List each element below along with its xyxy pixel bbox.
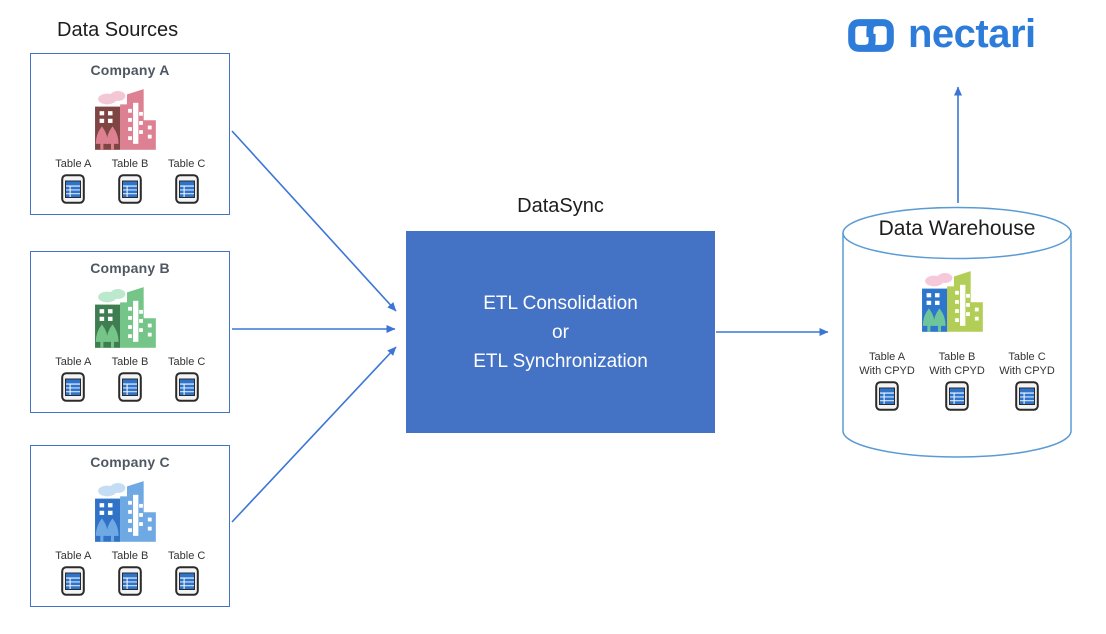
table-label-line2: With CPYD — [929, 365, 985, 377]
table-item: Table A — [45, 157, 102, 204]
table-label: Table A — [55, 356, 92, 368]
company-a-name: Company A — [90, 62, 170, 78]
company-c-box: Company C Table A Table B Table C — [30, 445, 230, 607]
table-icon — [1015, 381, 1039, 411]
table-item: Table B — [102, 355, 159, 402]
table-label-line2: With CPYD — [859, 365, 915, 377]
table-label-line1: Table A — [868, 351, 906, 363]
datasync-etl-box: ETL Consolidation or ETL Synchronization — [406, 231, 715, 433]
table-item: Table B — [102, 157, 159, 204]
table-icon — [175, 174, 199, 204]
etl-line-3: ETL Synchronization — [473, 350, 648, 372]
table-label-line1: Table C — [1008, 351, 1046, 363]
table-label: Table A — [55, 158, 92, 170]
table-label: Table C — [168, 158, 206, 170]
table-label: Table B — [111, 550, 149, 562]
data-warehouse-cylinder: Data Warehouse Table A With CPYD Table B… — [842, 206, 1072, 458]
table-icon — [61, 566, 85, 596]
table-icon — [945, 381, 969, 411]
etl-line-2: or — [552, 321, 569, 343]
table-icon — [61, 372, 85, 402]
table-icon — [175, 372, 199, 402]
table-label: Table B — [111, 158, 149, 170]
building-icon — [919, 268, 995, 332]
table-item: Table C — [158, 355, 215, 402]
nectari-logo: nectari — [843, 13, 1036, 58]
arrow-companyA-to-datasync — [231, 130, 397, 312]
company-b-name: Company B — [90, 260, 170, 276]
table-icon — [175, 566, 199, 596]
brand-wordmark: nectari — [908, 11, 1036, 56]
table-label: Table C — [168, 356, 206, 368]
table-item: Table A — [45, 549, 102, 596]
data-sources-title: Data Sources — [57, 19, 179, 41]
building-icon — [92, 478, 168, 542]
table-icon — [118, 372, 142, 402]
warehouse-table-item: Table A With CPYD — [852, 350, 922, 411]
arrow-companyC-to-datasync — [231, 346, 397, 523]
table-label-line1: Table B — [938, 351, 976, 363]
nectari-logo-icon — [848, 19, 894, 52]
table-item: Table A — [45, 355, 102, 402]
table-label-line2: With CPYD — [999, 365, 1055, 377]
table-item: Table C — [158, 157, 215, 204]
table-icon — [61, 174, 85, 204]
warehouse-title: Data Warehouse — [878, 217, 1036, 240]
table-item: Table C — [158, 549, 215, 596]
table-icon — [118, 174, 142, 204]
warehouse-table-item: Table B With CPYD — [922, 350, 992, 411]
table-label: Table A — [55, 550, 92, 562]
datasync-title: DataSync — [517, 195, 604, 217]
table-item: Table B — [102, 549, 159, 596]
company-c-name: Company C — [90, 454, 170, 470]
company-b-box: Company B Table A Table B Table C — [30, 251, 230, 413]
table-icon — [118, 566, 142, 596]
building-icon — [92, 86, 168, 150]
cylinder-shape — [842, 206, 1072, 458]
company-a-box: Company A Table A Table B Table C — [30, 53, 230, 215]
table-icon — [875, 381, 899, 411]
etl-line-1: ETL Consolidation — [483, 292, 638, 314]
table-label: Table B — [111, 356, 149, 368]
table-label: Table C — [168, 550, 206, 562]
warehouse-table-item: Table C With CPYD — [992, 350, 1062, 411]
building-icon — [92, 284, 168, 348]
